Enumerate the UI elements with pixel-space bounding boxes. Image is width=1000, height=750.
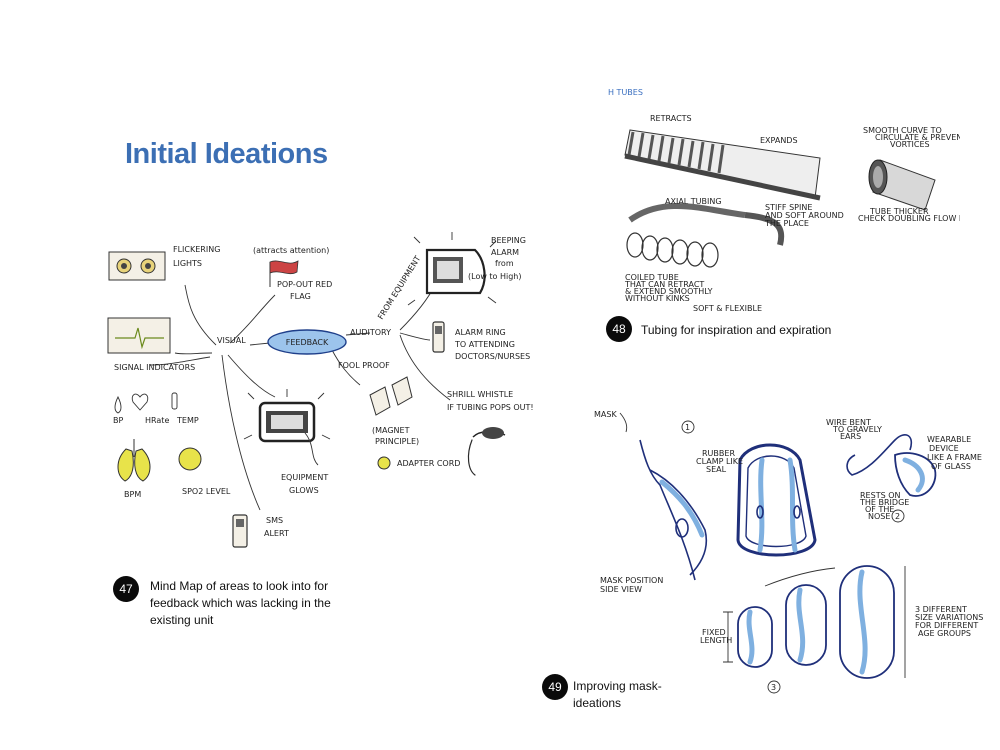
position-label-2: SIDE VIEW xyxy=(600,585,642,594)
smooth-label-3: VORTICES xyxy=(890,140,930,149)
equipment-label: EQUIPMENT xyxy=(281,473,328,482)
rests-label-4: NOSE xyxy=(868,512,890,521)
sizes-label-3: FOR DIFFERENT xyxy=(915,621,978,630)
wire-label-3: EARS xyxy=(840,432,861,441)
mask-size-small xyxy=(737,606,773,668)
bpm-label: BPM xyxy=(124,490,141,499)
wearable-label-1: WEARABLE xyxy=(927,435,971,444)
feedback-label: FEEDBACK xyxy=(286,338,329,347)
magnet-label: (MAGNET xyxy=(372,426,410,435)
figure-number-48: 48 xyxy=(606,316,632,342)
smooth-label-1: SMOOTH CURVE TO xyxy=(863,126,942,135)
sms-label: SMS xyxy=(266,516,283,525)
rests-label-2: THE BRIDGE xyxy=(859,498,909,507)
fool-proof-label: FOOL PROOF xyxy=(338,361,390,370)
if-tubing-label: IF TUBING POPS OUT! xyxy=(447,403,534,412)
mind-map-sketch: FEEDBACK VISUAL AUDITORY FOOL PROOF FLIC… xyxy=(107,232,534,548)
stiff-label-3: THE PLACE xyxy=(764,219,809,228)
coiled-label-3: & EXTEND SMOOTHLY xyxy=(625,287,713,296)
coiled-label-2: THAT CAN RETRACT xyxy=(624,280,704,289)
fixed-label-1: FIXED xyxy=(702,628,726,637)
sizes-label-1: 3 DIFFERENT xyxy=(915,605,967,614)
glows-label: GLOWS xyxy=(289,486,319,495)
flickering-label: FLICKERING xyxy=(173,245,220,254)
axial-label: AXIAL TUBING xyxy=(665,197,722,206)
low-high-label: (Low to High) xyxy=(468,272,522,281)
spo2-label: SPO2 LEVEL xyxy=(182,487,231,496)
rubber-label-2: CLAMP LIKE xyxy=(696,457,743,466)
auditory-label: AUDITORY xyxy=(350,328,391,337)
tubes-heading: H TUBES xyxy=(608,88,643,97)
page-title: Initial Ideations xyxy=(125,138,328,170)
mask-heading: MASK xyxy=(594,410,617,419)
from-label: from xyxy=(495,259,514,268)
tube-label-2: CHECK DOUBLING FLOW PLAS xyxy=(858,214,960,223)
corrugated-tube xyxy=(624,129,821,201)
flag-label: FLAG xyxy=(290,292,311,301)
shrill-label: SHRILL WHISTLE xyxy=(447,390,513,399)
fixed-label-2: LENGTH xyxy=(700,636,732,645)
retracts-label: RETRACTS xyxy=(650,114,692,123)
mask-size-large xyxy=(839,565,895,679)
wearable-label-2: DEVICE xyxy=(929,444,959,453)
principle-label: PRINCIPLE) xyxy=(375,437,419,446)
wire-label-2: TO GRAVELY xyxy=(832,425,882,434)
alarm-ring-label: ALARM RING xyxy=(455,328,506,337)
soft-label: SOFT & FLEXIBLE xyxy=(693,304,762,313)
mask-size-medium xyxy=(785,584,827,666)
to-attending-label: TO ATTENDING xyxy=(454,340,515,349)
adapter-label: ADAPTER CORD xyxy=(397,459,460,468)
coiled-label-1: COILED TUBE xyxy=(625,273,679,282)
alert-label: ALERT xyxy=(264,529,289,538)
tubing-sketch: H TUBES RETRACTS EXPANDS AXIAL TUBING ST… xyxy=(608,88,960,313)
alarm-label: ALARM xyxy=(491,248,519,257)
figure-caption-48: Tubing for inspiration and expiration xyxy=(641,323,832,337)
signal-label: SIGNAL INDICATORS xyxy=(114,363,195,372)
coiled-label-4: WITHOUT KINKS xyxy=(625,294,690,303)
tube-cross-section xyxy=(868,159,936,211)
wire-label-1: WIRE BENT xyxy=(826,418,871,427)
position-label-1: MASK POSITION xyxy=(600,576,663,585)
num-2: 2 xyxy=(895,512,900,521)
lights-label: LIGHTS xyxy=(173,259,202,268)
visual-label: VISUAL xyxy=(217,336,246,345)
temp-label: TEMP xyxy=(176,416,199,425)
attracts-label: (attracts attention) xyxy=(253,246,329,255)
wearable-label-3: LIKE A FRAME xyxy=(927,453,982,462)
bp-label: BP xyxy=(113,416,123,425)
figure-number-47: 47 xyxy=(113,576,139,602)
expands-label: EXPANDS xyxy=(760,136,798,145)
tube-label-1: TUBE THICKER xyxy=(869,207,929,216)
wearable-label-4: OF GLASS xyxy=(931,462,971,471)
feedback-bubble xyxy=(267,329,347,355)
stiff-label-1: STIFF SPINE xyxy=(765,203,812,212)
rubber-label-1: RUBBER xyxy=(702,449,735,458)
figure-caption-47: Mind Map of areas to look into for feedb… xyxy=(150,579,331,627)
stiff-label-2: AND SOFT AROUND xyxy=(765,211,844,220)
num-1: 1 xyxy=(685,423,690,432)
figure-number-49: 49 xyxy=(542,674,568,700)
mask-sketch: MASK 1 MASK POSITION SIDE VIEW RUBBER CL… xyxy=(594,410,983,694)
rests-label-1: RESTS ON xyxy=(860,491,900,500)
figure-caption-49: Improving mask-ideations xyxy=(573,679,662,710)
sizes-label-2: SIZE VARIATIONS xyxy=(915,613,983,622)
num-3: 3 xyxy=(771,683,776,692)
smooth-label-2: CIRCULATE & PREVENT xyxy=(875,133,960,142)
coiled-tube xyxy=(626,232,719,268)
sizes-label-4: AGE GROUPS xyxy=(918,629,971,638)
doctors-label: DOCTORS/NURSES xyxy=(455,352,530,361)
beeping-label: BEEPING xyxy=(491,236,526,245)
hrate-label: HRate xyxy=(145,416,169,425)
rests-label-3: OF THE xyxy=(865,505,894,514)
from-equipment-label: FROM EQUIPMENT xyxy=(376,254,422,321)
popout-label: POP-OUT RED xyxy=(277,280,332,289)
rubber-label-3: SEAL xyxy=(706,465,727,474)
